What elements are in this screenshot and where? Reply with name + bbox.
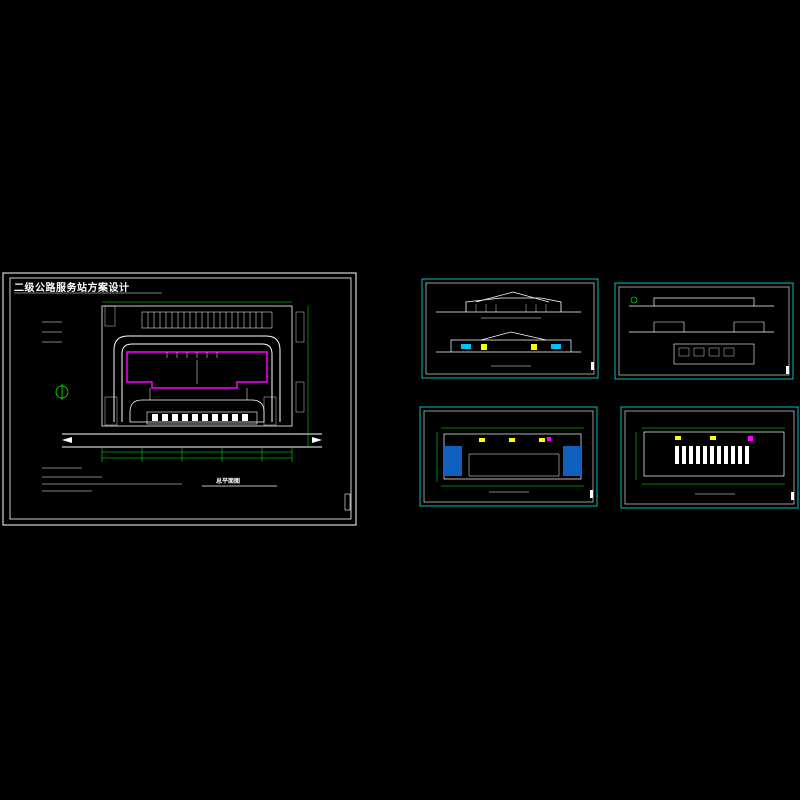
site-plan-drawing (2, 272, 357, 526)
floor-plan-2-sheet (620, 406, 799, 509)
elevations-sheet (421, 278, 599, 379)
elevations-drawing (421, 278, 599, 379)
site-plan-sheet: 二级公路服务站方案设计 总平面图 (2, 272, 357, 526)
floor-plan-2-drawing (620, 406, 799, 509)
floor-plan-1-sheet (419, 406, 598, 507)
floor-plan-1-drawing (419, 406, 598, 507)
sections-sheet (614, 282, 794, 380)
drawing-title: 二级公路服务站方案设计 (14, 283, 130, 294)
sections-drawing (614, 282, 794, 380)
site-plan-label: 总平面图 (216, 478, 241, 485)
